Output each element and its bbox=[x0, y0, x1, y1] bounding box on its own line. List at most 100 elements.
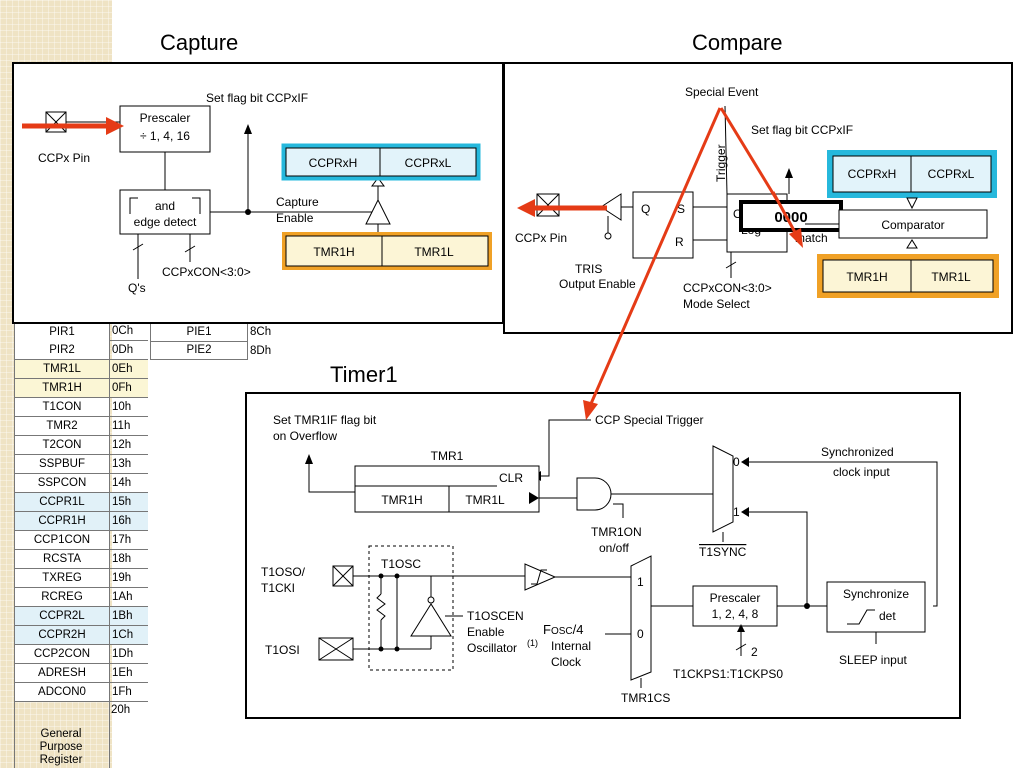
compare-pin-label: CCPx Pin bbox=[515, 231, 567, 245]
t1oso-pin-icon bbox=[332, 565, 354, 587]
timer1-sleep-label: SLEEP input bbox=[839, 653, 907, 667]
register-address: 16h bbox=[110, 512, 148, 531]
capture-edge-detect-label: edge detect bbox=[134, 215, 197, 229]
register-address: 18h bbox=[110, 550, 148, 569]
timer1-heading: Timer1 bbox=[330, 362, 398, 387]
timer1-synchronize-box bbox=[826, 581, 926, 633]
timer1-tmr1l: TMR1L bbox=[465, 493, 505, 507]
compare-counter-value: 0000 bbox=[774, 209, 807, 226]
compare-heading: Compare bbox=[692, 30, 783, 55]
register-address: 1Fh bbox=[110, 683, 148, 702]
timer1-tmr1on-line1: TMR1ON bbox=[591, 525, 642, 539]
timer1-clock-label: Clock bbox=[551, 655, 582, 669]
compare-ccprxh: CCPRxH bbox=[848, 167, 897, 181]
capture-tmr1l: TMR1L bbox=[414, 245, 454, 259]
timer1-clr-label: CLR bbox=[499, 471, 523, 485]
register-file-map: PIE1 8Ch PIE2 8Dh 20h General Purpose Re… bbox=[14, 322, 286, 768]
timer1-fosc-div: /4 bbox=[573, 622, 584, 637]
gpr-line1: General bbox=[40, 728, 82, 740]
timer1-fosc-f: F bbox=[543, 622, 551, 637]
timer1-sync-mux bbox=[712, 445, 734, 533]
compare-diagram: Special Event Set flag bit CCPxIF Trigge… bbox=[515, 85, 999, 311]
register-name: PIR2 bbox=[14, 341, 110, 360]
register-name: SSPCON bbox=[14, 474, 110, 493]
timer1-osc-inverter-icon bbox=[410, 603, 452, 637]
register-address: 0Dh bbox=[110, 341, 148, 360]
capture-ccprxl: CCPRxL bbox=[405, 156, 452, 170]
register-name: T1CON bbox=[14, 398, 110, 417]
register-address: 1Ch bbox=[110, 626, 148, 645]
capture-pin-icon bbox=[45, 111, 67, 133]
register-address: 1Ah bbox=[110, 588, 148, 607]
compare-trigger-label: Trigger bbox=[714, 144, 728, 182]
timer1-schmitt-trigger-icon bbox=[524, 563, 557, 591]
register-name: ADCON0 bbox=[14, 683, 110, 702]
compare-set-flag: Set flag bit CCPxIF bbox=[751, 123, 853, 137]
timer1-set-flag-line1: Set TMR1IF flag bit bbox=[273, 413, 377, 427]
capture-qs-label: Q's bbox=[128, 281, 146, 295]
register-name: CCPR1L bbox=[14, 493, 110, 512]
register-name: RCSTA bbox=[14, 550, 110, 569]
register-name: CCP2CON bbox=[14, 645, 110, 664]
timer1-t1sync-label: T1SYNC bbox=[699, 545, 747, 559]
register-address: 0Ch bbox=[110, 322, 148, 341]
compare-ccpr-box bbox=[832, 155, 992, 193]
compare-tris-line1: TRIS bbox=[575, 262, 602, 276]
t1osi-pin-icon bbox=[318, 637, 354, 661]
timer1-det-label: det bbox=[879, 609, 896, 623]
timer1-sync-clock-line1: Synchronized bbox=[821, 445, 894, 459]
compare-r-label: R bbox=[675, 235, 684, 249]
timer1-t1oscen-line3: Oscillator bbox=[467, 641, 517, 655]
pie2-name: PIE2 bbox=[150, 341, 248, 360]
register-address: 10h bbox=[110, 398, 148, 417]
register-name: CCPR1H bbox=[14, 512, 110, 531]
capture-tmr1-box bbox=[285, 235, 489, 267]
register-address: 1Eh bbox=[110, 664, 148, 683]
compare-comparator-label: Comparator bbox=[881, 218, 944, 232]
register-address: 19h bbox=[110, 569, 148, 588]
compare-special-event: Special Event bbox=[685, 85, 759, 99]
compare-s-label: S bbox=[677, 202, 685, 216]
pie1-addr: 8Ch bbox=[250, 326, 272, 338]
register-name: CCP1CON bbox=[14, 531, 110, 550]
capture-tmr1h: TMR1H bbox=[313, 245, 354, 259]
register-name: TXREG bbox=[14, 569, 110, 588]
register-name: ADRESH bbox=[14, 664, 110, 683]
register-name: CCPR2H bbox=[14, 626, 110, 645]
register-address: 0Eh bbox=[110, 360, 148, 379]
register-name: CCPR2L bbox=[14, 607, 110, 626]
timer1-t1oso-line1: T1OSO/ bbox=[261, 565, 306, 579]
register-address: 1Bh bbox=[110, 607, 148, 626]
compare-panel: Special Event Set flag bit CCPxIF Trigge… bbox=[503, 62, 1013, 334]
compare-tmr1l: TMR1L bbox=[931, 270, 971, 284]
capture-heading: Capture bbox=[160, 30, 239, 55]
timer1-t1osc-label: T1OSC bbox=[381, 557, 421, 571]
capture-ccprxh: CCPRxH bbox=[309, 156, 358, 170]
timer1-t1oscen-line2: Enable bbox=[467, 625, 505, 639]
capture-ccpxcon-label: CCPxCON<3:0> bbox=[162, 265, 251, 279]
timer1-clock-source-mux bbox=[630, 555, 652, 681]
pie2-addr: 8Dh bbox=[250, 345, 272, 357]
timer1-t1ckps-label: T1CKPS1:T1CKPS0 bbox=[673, 667, 783, 681]
timer1-sync-mux-0: 0 bbox=[733, 455, 740, 469]
compare-tris-line2: Output Enable bbox=[559, 277, 636, 291]
gpr-line3: Register bbox=[39, 754, 83, 766]
compare-ccprxl: CCPRxL bbox=[928, 167, 975, 181]
timer1-tmr1on-line2: on/off bbox=[599, 541, 629, 555]
register-address: 1Dh bbox=[110, 645, 148, 664]
timer1-sync-mux-1: 1 bbox=[733, 505, 740, 519]
timer1-t1osi-label: T1OSI bbox=[265, 643, 300, 657]
timer1-panel: Set TMR1IF flag bit on Overflow CCP Spec… bbox=[245, 392, 961, 719]
